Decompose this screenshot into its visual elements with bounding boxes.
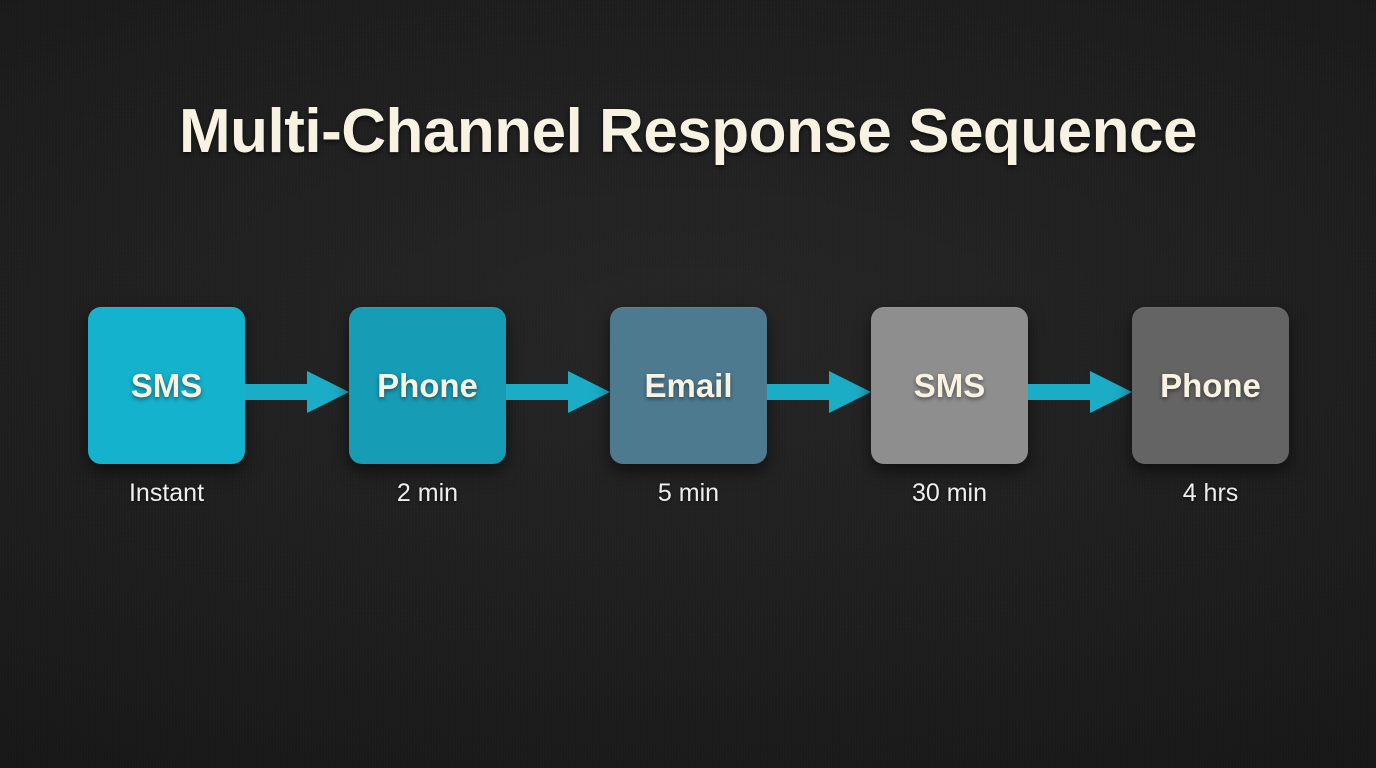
flow-node-5-time: 4 hrs xyxy=(1182,479,1239,507)
flow-node-4-box[interactable]: SMS xyxy=(871,307,1028,464)
flow-node-2-label: Phone xyxy=(377,366,478,404)
flow-node-3-label: Email xyxy=(644,366,733,404)
flow-node-1-time: Instant xyxy=(128,479,205,507)
flow-node-3-box[interactable]: Email xyxy=(610,307,767,464)
flow-node-1-label: SMS xyxy=(130,366,203,404)
page-title: Multi-Channel Response Sequence xyxy=(178,97,1198,166)
flow-node-2[interactable]: Phone 2 min xyxy=(349,307,506,507)
flow-diagram: SMS Instant Phone 2 min Email 5 min xyxy=(0,307,1376,522)
flow-arrow-2 xyxy=(506,370,610,414)
flow-node-4[interactable]: SMS 30 min xyxy=(871,307,1028,507)
flow-node-3[interactable]: Email 5 min xyxy=(610,307,767,507)
flow-node-1-box[interactable]: SMS xyxy=(88,307,245,464)
flow-arrow-3 xyxy=(767,370,871,414)
flow-node-4-time: 30 min xyxy=(911,479,988,507)
flow-node-5-label: Phone xyxy=(1160,366,1261,404)
flow-node-2-time: 2 min xyxy=(396,479,459,507)
flow-arrow-1 xyxy=(245,370,349,414)
flow-node-1[interactable]: SMS Instant xyxy=(88,307,245,507)
flow-node-5[interactable]: Phone 4 hrs xyxy=(1132,307,1289,507)
flow-node-2-box[interactable]: Phone xyxy=(349,307,506,464)
flow-node-3-time: 5 min xyxy=(657,479,720,507)
flow-arrow-4 xyxy=(1028,370,1132,414)
flow-node-5-box[interactable]: Phone xyxy=(1132,307,1289,464)
flow-node-4-label: SMS xyxy=(913,366,986,404)
